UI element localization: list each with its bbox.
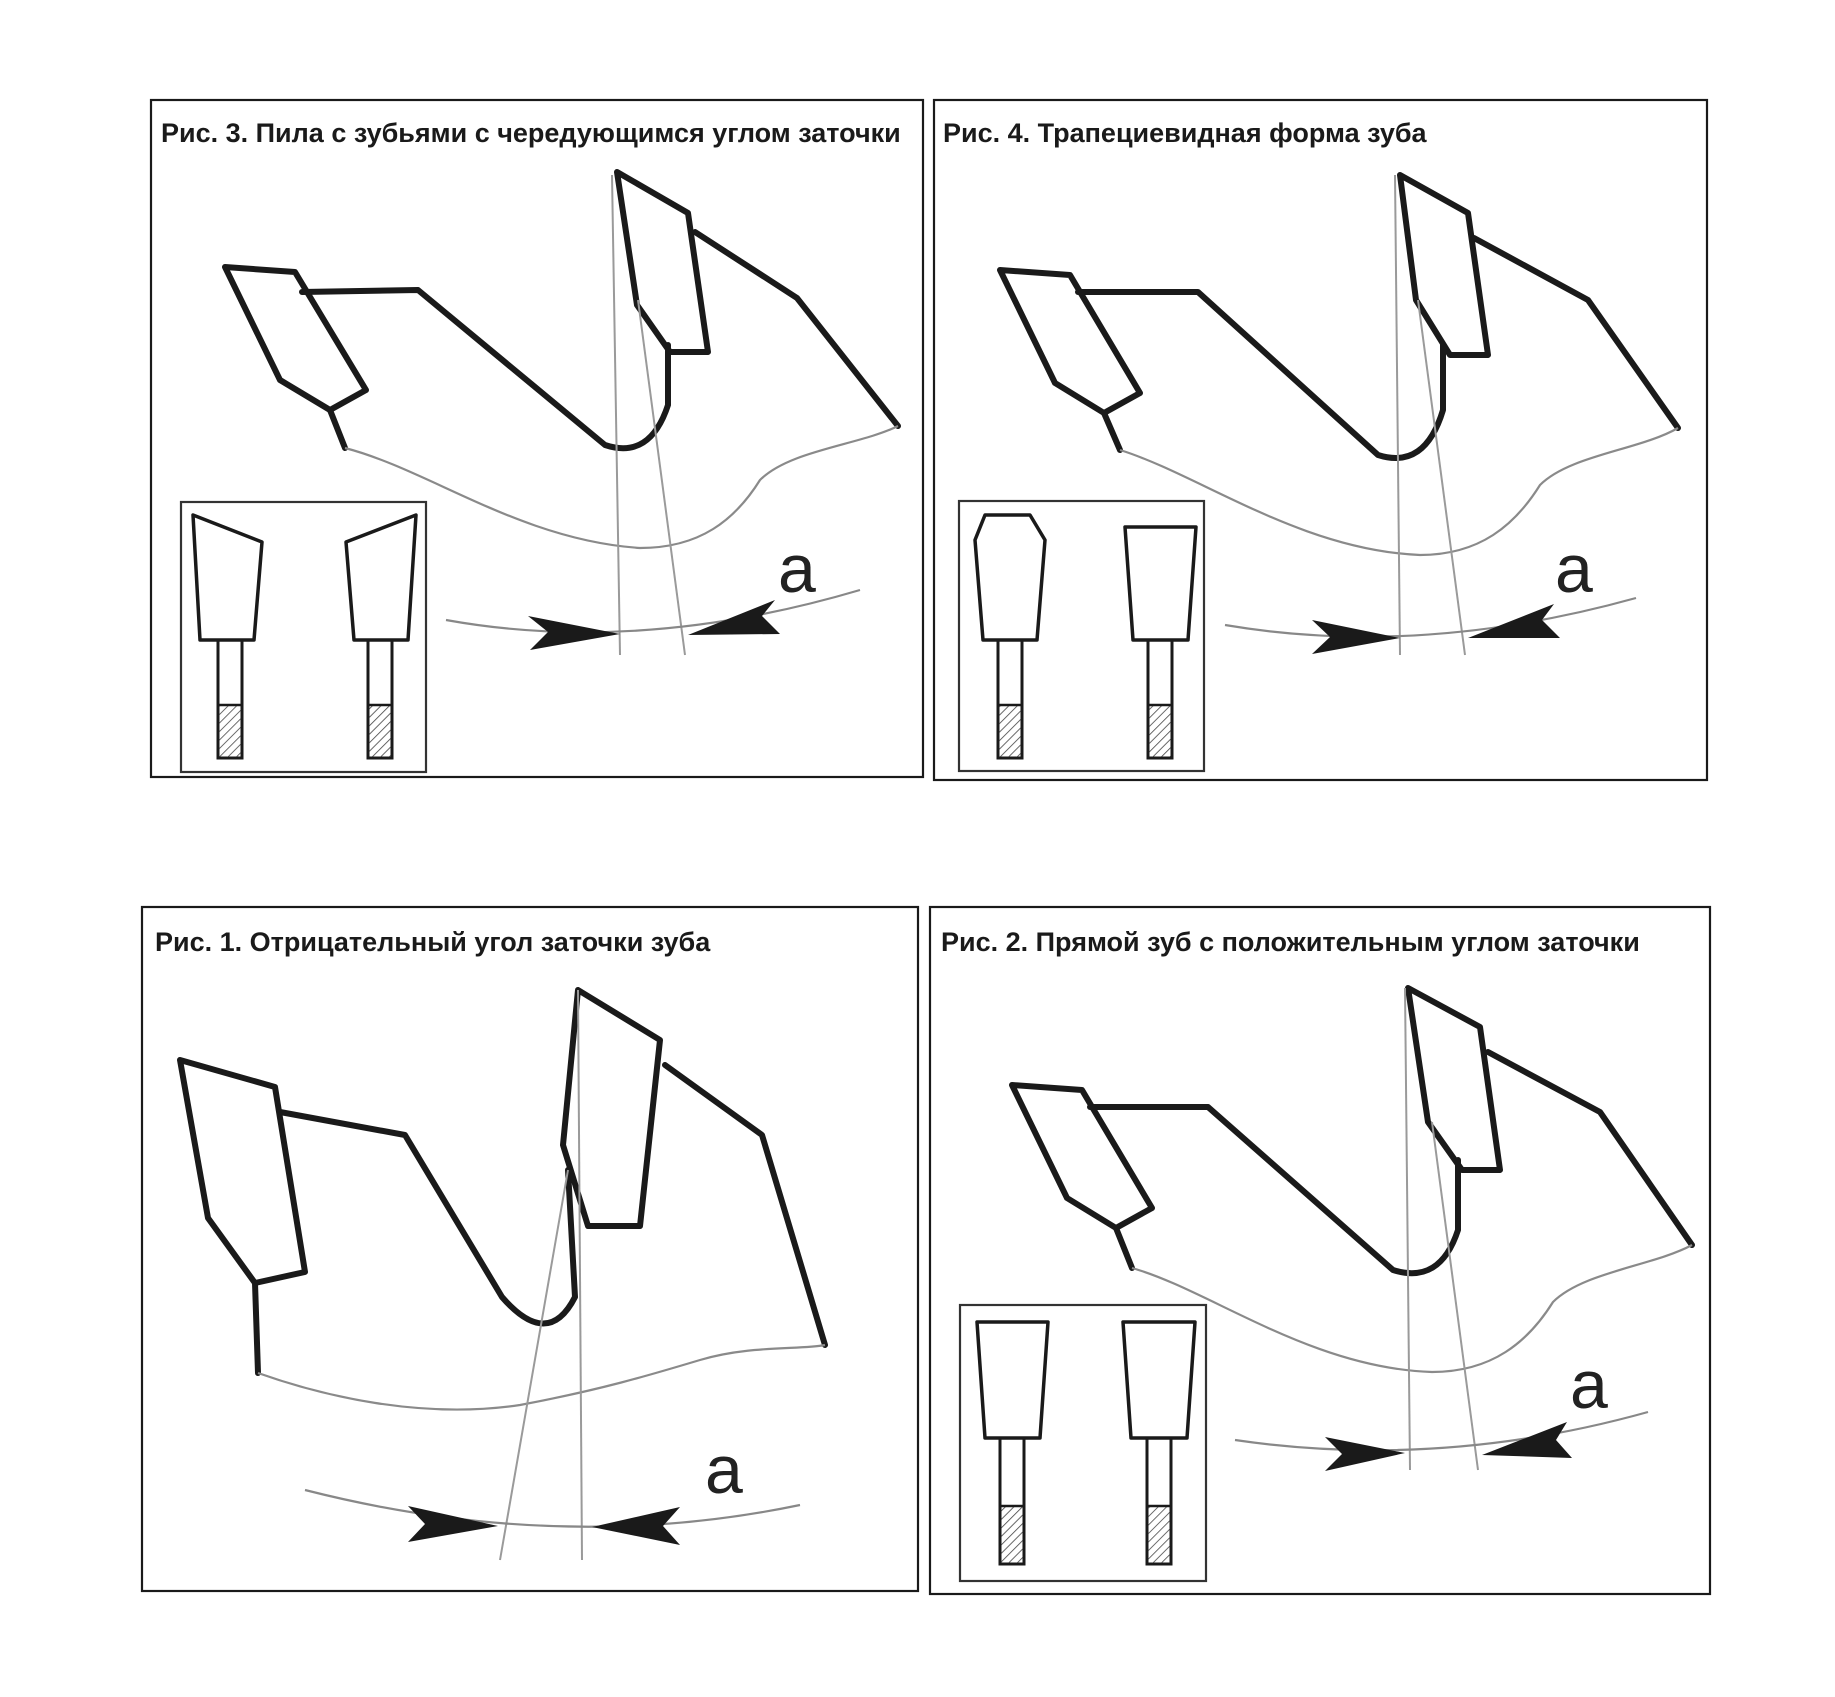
figure-3-tooth-inset xyxy=(179,500,428,774)
figure-2-frame xyxy=(928,905,1712,1596)
figure-2-tooth-inset xyxy=(958,1303,1208,1583)
figure-1-arrow-left xyxy=(408,1506,498,1542)
figure-1-angle-label: a xyxy=(705,1432,743,1508)
figure-4-angle-label: a xyxy=(1555,531,1593,607)
figure-3-title: Рис. 3. Пила с зубьями с чередующимся уг… xyxy=(161,118,901,148)
figure-3-saw-body xyxy=(222,169,901,550)
figure-4-arrow-left xyxy=(1312,620,1400,654)
figure-2-angle-marker: a xyxy=(1234,987,1649,1471)
figure-3: Рис. 3. Пила с зубьями с чередующимся уг… xyxy=(149,98,925,779)
figure-4-angle-marker: a xyxy=(1224,174,1637,656)
figure-3-frame xyxy=(149,98,925,779)
figure-2-arrow-right xyxy=(1482,1422,1572,1458)
figure-4-frame xyxy=(932,98,1709,782)
figure-4-title: Рис. 4. Трапециевидная форма зуба xyxy=(943,118,1428,148)
figure-2-saw-body xyxy=(1009,985,1695,1374)
figure-3-angle-label: a xyxy=(778,531,816,607)
figure-4: Рис. 4. Трапециевидная форма зуба a xyxy=(932,98,1709,782)
figure-2: Рис. 2. Прямой зуб с положительным углом… xyxy=(928,905,1712,1596)
figure-3-arrow-left xyxy=(528,616,620,650)
figure-4-saw-body xyxy=(997,172,1681,557)
figure-3-angle-marker: a xyxy=(445,174,861,656)
figure-1-frame xyxy=(140,905,920,1593)
figure-2-arrow-left xyxy=(1325,1437,1405,1471)
figure-4-tooth-inset xyxy=(957,499,1206,773)
figure-2-angle-label: a xyxy=(1570,1347,1608,1423)
figure-1-title: Рис. 1. Отрицательный угол заточки зуба xyxy=(155,927,711,957)
figure-1-saw-body xyxy=(177,987,828,1411)
figure-1: Рис. 1. Отрицательный угол заточки зуба … xyxy=(140,905,920,1593)
figure-4-arrow-right xyxy=(1468,604,1560,638)
figure-1-angle-marker: a xyxy=(304,989,801,1561)
figure-1-arrow-right xyxy=(592,1507,680,1545)
figure-2-title: Рис. 2. Прямой зуб с положительным углом… xyxy=(941,927,1640,957)
figure-3-arrow-right xyxy=(688,600,780,635)
